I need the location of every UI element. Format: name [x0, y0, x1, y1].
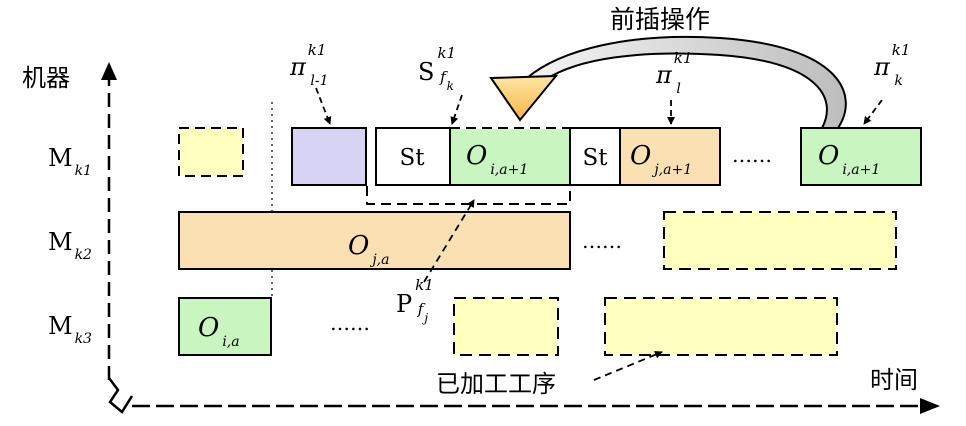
svg-text:Oi,a+1: Oi,a+1: [466, 141, 528, 178]
dashed-yellow-block-k2: [663, 211, 897, 270]
ellipsis-k2: ……: [582, 229, 622, 253]
ellipsis-k3: ……: [330, 311, 370, 335]
orange-operation-block-k2: [178, 211, 571, 270]
processed-operations-arrow: [593, 350, 663, 381]
diagram-title: 前插操作: [610, 5, 710, 34]
svg-text:Oj,a: Oj,a: [348, 231, 389, 268]
forward-insertion-arrow: [489, 35, 847, 129]
svg-text:Oi,a+1: Oi,a+1: [818, 141, 880, 178]
svg-text:Oj,a+1: Oj,a+1: [630, 141, 692, 178]
ellipsis-k1: ……: [732, 143, 772, 167]
green-operation-block-k3: [178, 297, 272, 356]
y-axis-label: 机器: [22, 64, 70, 92]
svg-text:Oi,a: Oi,a: [198, 313, 240, 350]
processed-operations-label: 已加工工序: [436, 370, 556, 398]
x-axis: [132, 398, 940, 414]
svg-text:Mk2: Mk2: [48, 228, 92, 263]
x-axis-label: 时间: [870, 366, 918, 394]
green-operation-block-last: [800, 127, 922, 186]
setup-block-2: [569, 127, 621, 186]
dashed-yellow-block-k1: [178, 127, 244, 177]
dashed-yellow-block-k3-small: [453, 297, 559, 356]
setup-label-2: St: [583, 145, 609, 171]
blue-operation-block: [291, 127, 367, 186]
dashed-yellow-block-k3-large: [604, 297, 838, 356]
orange-operation-block-k1: [619, 127, 721, 186]
y-axis: [101, 62, 134, 414]
setup-label-1: St: [400, 145, 426, 171]
svg-text:Mk3: Mk3: [48, 312, 92, 347]
insertion-bracket: [366, 186, 571, 205]
green-operation-block-first: [449, 127, 571, 186]
svg-text:Mk1: Mk1: [48, 144, 92, 179]
